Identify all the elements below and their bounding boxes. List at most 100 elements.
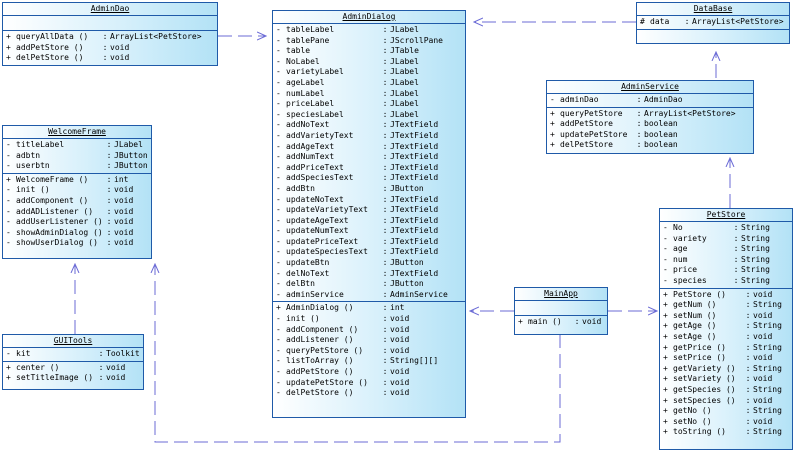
visibility-marker: + bbox=[663, 289, 668, 299]
attribute-name: ageLabel bbox=[286, 77, 325, 87]
class-welcome-frame[interactable]: WelcomeFrame -titleLabel:JLabel-adbtn:JB… bbox=[2, 125, 152, 259]
type-separator: : bbox=[106, 185, 112, 195]
class-attributes: -No:String-variety:String-age:String-num… bbox=[660, 222, 792, 289]
visibility-marker: + bbox=[276, 303, 281, 313]
visibility-marker: + bbox=[550, 129, 555, 139]
attribute-row: -updateBtn:JButton bbox=[276, 258, 465, 269]
class-attributes bbox=[3, 16, 217, 31]
class-database[interactable]: DataBase #data:ArrayList<PetStore> bbox=[636, 2, 790, 44]
visibility-marker: - bbox=[663, 275, 668, 285]
attribute-row: -titleLabel:JLabel bbox=[6, 140, 151, 151]
method-name: getVariety () bbox=[673, 363, 736, 373]
attribute-row: -addNumText:JTextField bbox=[276, 152, 465, 163]
visibility-marker: - bbox=[276, 25, 281, 34]
attribute-row: -tableLabel:JLabel bbox=[276, 25, 465, 36]
visibility-marker: + bbox=[6, 53, 11, 63]
method-name: setSpecies () bbox=[673, 395, 736, 405]
attribute-type: JTextField bbox=[390, 226, 439, 236]
method-row: +toString ():String bbox=[663, 427, 792, 438]
visibility-marker: - bbox=[276, 88, 281, 98]
type-separator: : bbox=[106, 217, 112, 227]
return-type: String bbox=[753, 342, 782, 352]
class-methods bbox=[637, 30, 789, 40]
visibility-marker: - bbox=[550, 95, 555, 104]
return-type: void bbox=[753, 289, 773, 299]
attribute-name: updateAgeText bbox=[286, 215, 349, 225]
type-separator: : bbox=[382, 162, 388, 172]
visibility-marker: - bbox=[6, 349, 11, 358]
type-separator: : bbox=[382, 152, 388, 162]
method-row: +setAge ():void bbox=[663, 332, 792, 343]
visibility-marker: - bbox=[276, 173, 281, 183]
visibility-marker: + bbox=[663, 321, 668, 331]
method-name: delPetStore () bbox=[286, 388, 354, 398]
method-name: AdminDialog () bbox=[286, 303, 354, 313]
method-row: +queryAllData ():ArrayList<PetStore> bbox=[6, 32, 217, 43]
attribute-row: -variety:String bbox=[663, 234, 792, 245]
attribute-name: adminDao bbox=[560, 95, 599, 104]
attribute-name: NoLabel bbox=[286, 56, 320, 66]
visibility-marker: - bbox=[276, 215, 281, 225]
method-name: getPrice () bbox=[673, 342, 726, 352]
attribute-name: species bbox=[673, 275, 707, 285]
class-methods: +AdminDialog ():int-init ():void-addComp… bbox=[273, 302, 465, 399]
class-methods: +queryAllData ():ArrayList<PetStore>+add… bbox=[3, 31, 217, 65]
type-separator: : bbox=[382, 279, 388, 289]
attribute-type: JScrollPane bbox=[390, 35, 443, 45]
type-separator: : bbox=[382, 183, 388, 193]
attribute-type: String bbox=[741, 233, 770, 243]
attribute-row: -delNoText:JTextField bbox=[276, 269, 465, 280]
return-type: void bbox=[390, 377, 410, 387]
return-type: void bbox=[582, 317, 602, 326]
method-name: init () bbox=[286, 314, 320, 324]
return-type: ArrayList<PetStore> bbox=[644, 108, 736, 118]
type-separator: : bbox=[106, 206, 112, 216]
class-main-app[interactable]: MainApp +main ():void bbox=[514, 287, 608, 335]
visibility-marker: - bbox=[276, 109, 281, 119]
attribute-type: AdminDao bbox=[644, 95, 683, 104]
class-admin-dao[interactable]: AdminDao +queryAllData ():ArrayList<PetS… bbox=[2, 2, 218, 66]
visibility-marker: - bbox=[276, 236, 281, 246]
class-title: GUITools bbox=[53, 336, 93, 345]
attribute-type: JLabel bbox=[390, 109, 419, 119]
attribute-row: -NoLabel:JLabel bbox=[276, 57, 465, 68]
visibility-marker: - bbox=[6, 238, 11, 248]
type-separator: : bbox=[382, 205, 388, 215]
attribute-type: JLabel bbox=[390, 67, 419, 77]
type-separator: : bbox=[382, 35, 388, 45]
class-attributes: -kit:Toolkit bbox=[3, 348, 143, 362]
class-attributes: #data:ArrayList<PetStore> bbox=[637, 16, 789, 30]
return-type: void bbox=[390, 367, 410, 376]
visibility-marker: - bbox=[276, 247, 281, 257]
class-pet-store[interactable]: PetStore -No:String-variety:String-age:S… bbox=[659, 208, 793, 450]
method-name: setVariety () bbox=[673, 374, 736, 384]
visibility-marker: - bbox=[6, 217, 11, 227]
attribute-name: updateNoText bbox=[286, 194, 344, 204]
return-type: void bbox=[114, 185, 134, 195]
visibility-marker: - bbox=[276, 77, 281, 87]
method-name: WelcomeFrame () bbox=[16, 174, 89, 184]
method-name: getSpecies () bbox=[673, 384, 736, 394]
attribute-name: updateBtn bbox=[286, 258, 330, 268]
type-separator: : bbox=[382, 388, 388, 398]
visibility-marker: - bbox=[6, 140, 11, 149]
class-admin-service[interactable]: AdminService -adminDao:AdminDao +queryPe… bbox=[546, 80, 754, 154]
attribute-name: addPriceText bbox=[286, 162, 344, 172]
type-separator: : bbox=[745, 395, 751, 405]
class-admin-dialog[interactable]: AdminDialog -tableLabel:JLabel-tablePane… bbox=[272, 10, 466, 418]
type-separator: : bbox=[745, 310, 751, 320]
method-row: +center ():void bbox=[6, 363, 143, 374]
attribute-type: Toolkit bbox=[106, 349, 140, 358]
method-name: queryPetStore () bbox=[286, 345, 364, 355]
visibility-marker: - bbox=[276, 377, 281, 387]
type-separator: : bbox=[382, 88, 388, 98]
visibility-marker: + bbox=[518, 317, 523, 326]
attribute-row: -updateNumText:JTextField bbox=[276, 226, 465, 237]
class-gui-tools[interactable]: GUITools -kit:Toolkit +center ():void+se… bbox=[2, 334, 144, 390]
class-title: MainApp bbox=[544, 289, 578, 298]
method-name: addPetStore bbox=[560, 119, 613, 129]
method-name: queryAllData () bbox=[16, 32, 89, 41]
method-row: -addComponent ():void bbox=[6, 196, 151, 207]
method-name: setPrice () bbox=[673, 353, 726, 363]
visibility-marker: + bbox=[663, 331, 668, 341]
